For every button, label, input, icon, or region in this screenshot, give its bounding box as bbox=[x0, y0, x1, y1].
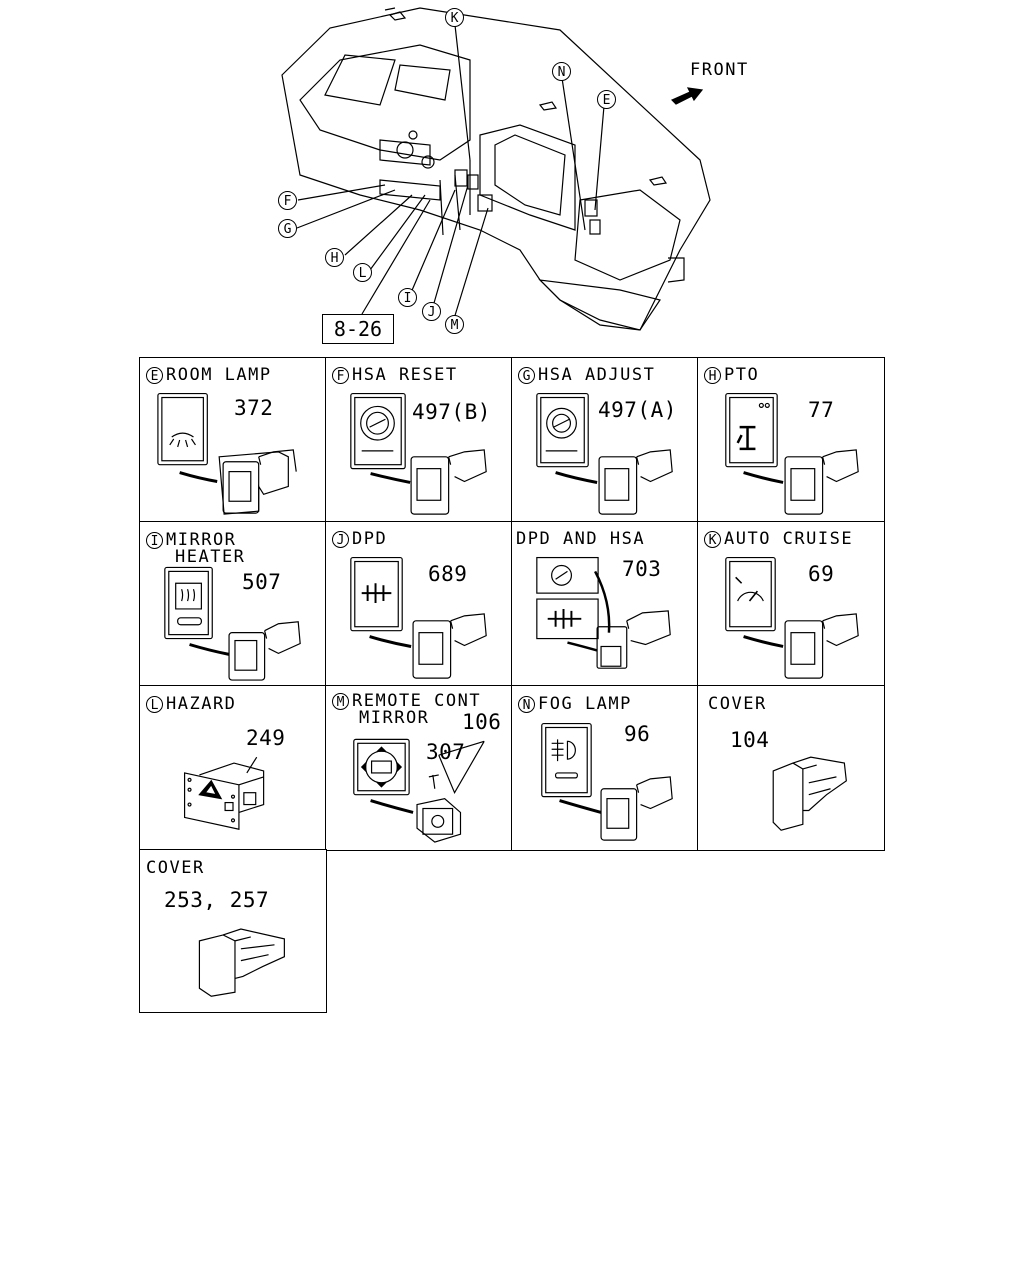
callout-g: G bbox=[278, 219, 297, 238]
dashboard-drawing bbox=[281, 7, 711, 331]
part-number: 106 bbox=[462, 710, 502, 734]
part-number: 249 bbox=[246, 726, 286, 750]
cell-title: ROOM LAMP bbox=[166, 365, 272, 385]
cell-title: FOG LAMP bbox=[538, 694, 632, 714]
part-number: 703 bbox=[622, 557, 662, 581]
cover-icon bbox=[772, 756, 847, 831]
cell-title-line2: HEATER bbox=[175, 547, 246, 567]
cover-icon bbox=[198, 928, 285, 997]
room-lamp-icon bbox=[157, 392, 297, 515]
cell-title: REMOTE CONT bbox=[352, 691, 482, 711]
part-number: 253, 257 bbox=[164, 888, 270, 912]
cell-cover: COVER 104 bbox=[697, 685, 885, 851]
letter-badge: E bbox=[146, 367, 163, 384]
letter-badge: L bbox=[146, 696, 163, 713]
part-number: 497(B) bbox=[412, 400, 491, 424]
front-label: FRONT bbox=[690, 60, 749, 80]
cell-title-line2: MIRROR bbox=[359, 708, 430, 728]
part-number: 507 bbox=[242, 570, 282, 594]
letter-badge: I bbox=[146, 532, 163, 549]
callout-m: M bbox=[445, 315, 464, 334]
letter-badge: F bbox=[332, 367, 349, 384]
cell-title: PTO bbox=[724, 365, 760, 385]
mirror-heater-icon bbox=[164, 566, 301, 681]
hsa-adjust-icon bbox=[536, 392, 673, 515]
hsa-reset-icon bbox=[350, 392, 487, 515]
part-number: 96 bbox=[624, 722, 651, 746]
dpd-hsa-icon bbox=[536, 556, 671, 669]
cell-title: AUTO CRUISE bbox=[724, 529, 854, 549]
letter-badge: M bbox=[332, 693, 349, 710]
part-number: 69 bbox=[808, 562, 835, 586]
cell-dpd-and-hsa: DPD AND HSA 703 bbox=[511, 521, 699, 687]
letter-badge: H bbox=[704, 367, 721, 384]
dashboard-overview: FRONT 8-26 K N E F G H L I J M bbox=[0, 0, 1024, 350]
cell-title: HAZARD bbox=[166, 694, 237, 714]
callout-n: N bbox=[552, 62, 571, 81]
cell-title: DPD bbox=[352, 529, 388, 549]
letter-badge: G bbox=[518, 367, 535, 384]
callout-i: I bbox=[398, 288, 417, 307]
part-number: 689 bbox=[428, 562, 468, 586]
callout-e: E bbox=[597, 90, 616, 109]
callout-f: F bbox=[278, 191, 297, 210]
remote-mirror-icon bbox=[353, 738, 485, 843]
letter-badge: K bbox=[704, 531, 721, 548]
part-number: 497(A) bbox=[598, 398, 677, 422]
letter-badge: J bbox=[332, 531, 349, 548]
cell-cover-2: COVER 253, 257 bbox=[139, 849, 327, 1013]
cell-title: COVER bbox=[146, 858, 205, 878]
part-number: 104 bbox=[730, 728, 770, 752]
fog-lamp-icon bbox=[541, 722, 673, 841]
part-number-secondary: 307 bbox=[426, 740, 466, 764]
cell-title: MIRROR bbox=[166, 530, 237, 550]
part-number: 372 bbox=[234, 396, 274, 420]
callout-j: J bbox=[422, 302, 441, 321]
dpd-icon bbox=[350, 556, 487, 679]
cell-title: HSA ADJUST bbox=[538, 365, 656, 385]
cell-title: COVER bbox=[708, 694, 767, 714]
pto-icon bbox=[725, 392, 859, 515]
page-reference-box: 8-26 bbox=[322, 314, 394, 344]
cell-title: HSA RESET bbox=[352, 365, 458, 385]
letter-badge: N bbox=[518, 696, 535, 713]
callout-k: K bbox=[445, 8, 464, 27]
auto-cruise-icon bbox=[725, 556, 859, 679]
part-number: 77 bbox=[808, 398, 835, 422]
callout-l: L bbox=[353, 263, 372, 282]
callout-h: H bbox=[325, 248, 344, 267]
cell-title: DPD AND HSA bbox=[516, 529, 646, 549]
hazard-icon bbox=[183, 756, 265, 830]
